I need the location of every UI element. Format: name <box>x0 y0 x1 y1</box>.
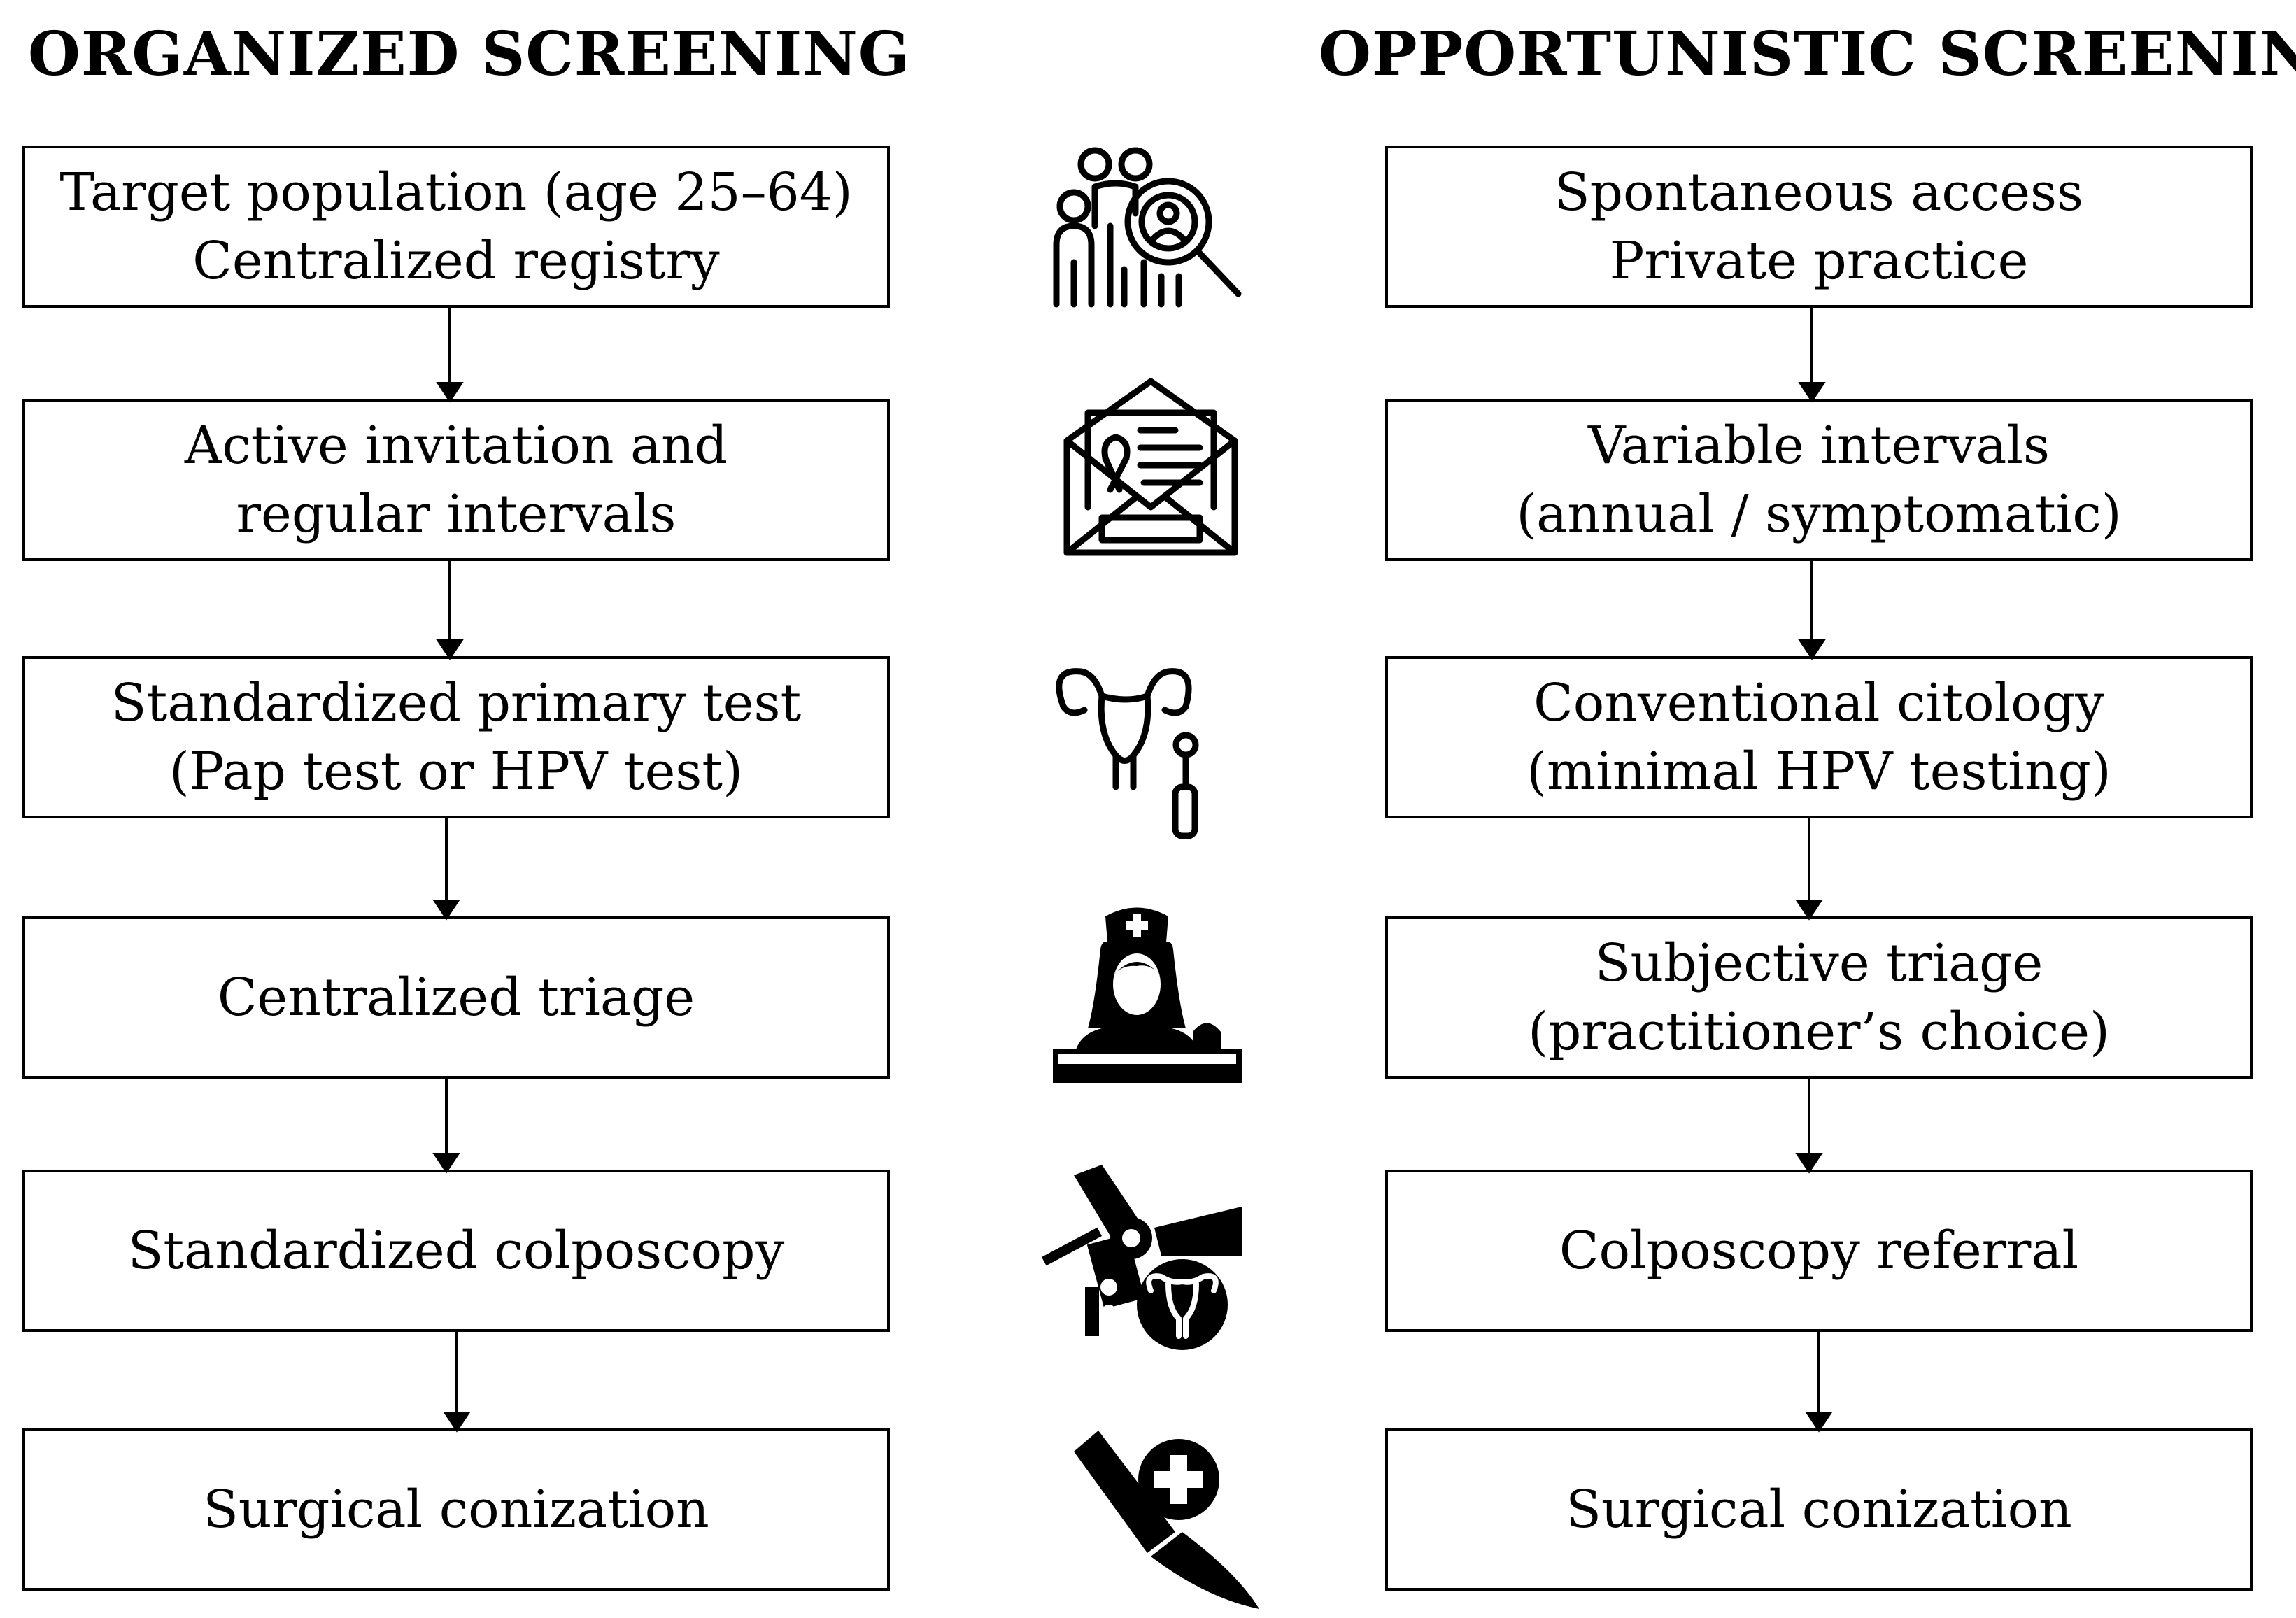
organized-step-2-line1: Active invitation and <box>184 416 728 476</box>
organized-step-4-line1: Centralized triage <box>217 967 695 1028</box>
opportunistic-step-5-line1: Colposcopy referral <box>1559 1221 2079 1281</box>
organized-arrowhead-3 <box>432 900 460 921</box>
opportunistic-step-1-line1: Spontaneous access <box>1554 162 2084 222</box>
nurse-desk-icon <box>1053 907 1242 1083</box>
organized-step-1-box: Target population (age 25–64) Centralize… <box>22 146 890 308</box>
organized-step-6-line1: Surgical conization <box>203 1479 709 1540</box>
organized-arrowhead-5 <box>443 1412 471 1433</box>
opportunistic-step-4-box: Subjective triage (practitioner’s choice… <box>1385 916 2253 1079</box>
organized-step-4-box: Centralized triage <box>22 916 890 1079</box>
organized-step-5-line1: Standardized colposcopy <box>127 1221 785 1281</box>
opportunistic-step-2-box: Variable intervals (annual / symptomatic… <box>1385 399 2253 561</box>
opportunistic-arrowhead-5 <box>1805 1412 1833 1433</box>
opportunistic-step-1-box: Spontaneous access Private practice <box>1385 146 2253 308</box>
organized-step-1-line1: Target population (age 25–64) <box>59 162 853 222</box>
organized-step-3-line2: (Pap test or HPV test) <box>169 741 743 802</box>
opportunistic-step-3-line2: (minimal HPV testing) <box>1526 741 2111 802</box>
organized-step-3-box: Standardized primary test (Pap test or H… <box>22 656 890 818</box>
opportunistic-step-5-box: Colposcopy referral <box>1385 1170 2253 1332</box>
population-search-icon <box>1053 147 1242 308</box>
opportunistic-step-6-line1: Surgical conization <box>1566 1479 2072 1540</box>
opportunistic-step-2-line2: (annual / symptomatic) <box>1516 484 2122 544</box>
opportunistic-step-2-line1: Variable intervals <box>1587 416 2050 476</box>
invitation-letter-icon <box>1063 378 1238 556</box>
opportunistic-step-4-line1: Subjective triage <box>1594 933 2043 993</box>
organized-arrowhead-1 <box>436 382 464 403</box>
organized-arrowhead-4 <box>432 1153 460 1174</box>
opportunistic-step-3-line1: Conventional citology <box>1533 673 2104 733</box>
organized-step-1-line2: Centralized registry <box>192 231 720 291</box>
opportunistic-screening-heading: OPPORTUNISTIC SCREENING <box>1319 19 2296 90</box>
opportunistic-step-1-line2: Private practice <box>1609 231 2029 291</box>
organized-step-6-box: Surgical conization <box>22 1428 890 1591</box>
opportunistic-arrowhead-2 <box>1798 639 1826 660</box>
colposcope-icon <box>1041 1165 1242 1350</box>
organized-step-5-box: Standardized colposcopy <box>22 1170 890 1332</box>
organized-step-2-line2: regular intervals <box>236 484 676 544</box>
organized-arrowhead-2 <box>436 639 464 660</box>
organized-step-3-line1: Standardized primary test <box>111 673 802 733</box>
organized-step-2-box: Active invitation and regular intervals <box>22 399 890 561</box>
opportunistic-arrowhead-4 <box>1795 1153 1823 1174</box>
opportunistic-arrowhead-3 <box>1795 900 1823 921</box>
opportunistic-step-4-line2: (practitioner’s choice) <box>1528 1002 2110 1062</box>
opportunistic-step-3-box: Conventional citology (minimal HPV testi… <box>1385 656 2253 818</box>
scalpel-plus-icon <box>1074 1431 1259 1609</box>
opportunistic-arrowhead-1 <box>1798 382 1826 403</box>
organized-screening-heading: ORGANIZED SCREENING <box>28 19 911 90</box>
uterus-swab-icon <box>1056 668 1199 839</box>
